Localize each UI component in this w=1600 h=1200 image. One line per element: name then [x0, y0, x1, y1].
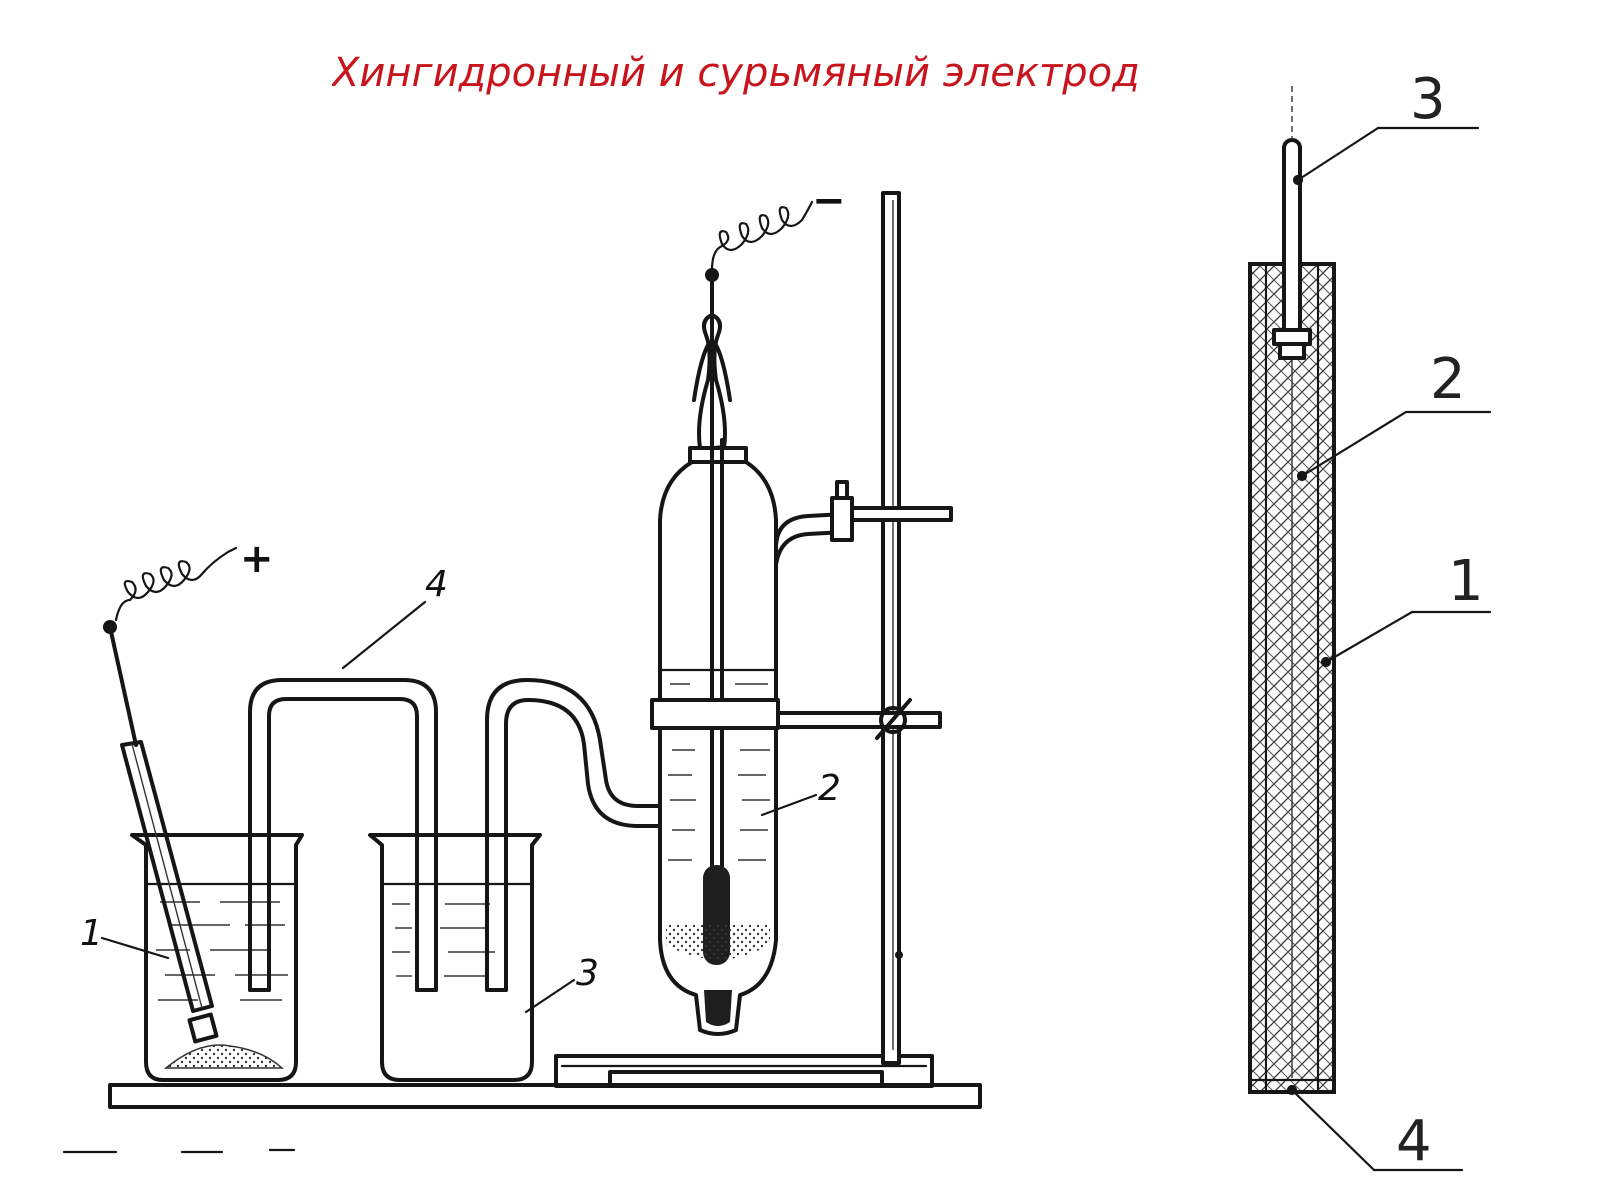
vessel-2: −	[650, 178, 854, 1036]
connecting-tube	[485, 678, 662, 992]
salt-bridge-4	[248, 678, 438, 992]
label-2: 2	[818, 768, 841, 809]
electrode-1: +	[103, 536, 274, 1044]
label-4: 4	[425, 564, 448, 605]
retort-stand	[554, 191, 953, 1088]
beaker-3	[368, 833, 542, 1082]
positive-terminal-sign: +	[240, 536, 274, 582]
page-title: Хингидронный и сурьмяный электрод	[332, 50, 1140, 96]
left-apparatus: +	[62, 178, 982, 1154]
label-3: 3	[576, 953, 599, 994]
right-label-2: 2	[1430, 347, 1466, 412]
antimony-electrode: 3 2 1 4	[1248, 67, 1492, 1174]
base-board	[108, 1083, 982, 1109]
right-label-4: 4	[1396, 1109, 1432, 1174]
left-label-leaders	[100, 600, 818, 1014]
label-1: 1	[80, 913, 103, 954]
right-label-1: 1	[1448, 549, 1484, 614]
negative-terminal-sign: −	[812, 178, 846, 224]
right-label-3: 3	[1410, 67, 1446, 132]
right-label-leaders	[1286, 126, 1492, 1172]
